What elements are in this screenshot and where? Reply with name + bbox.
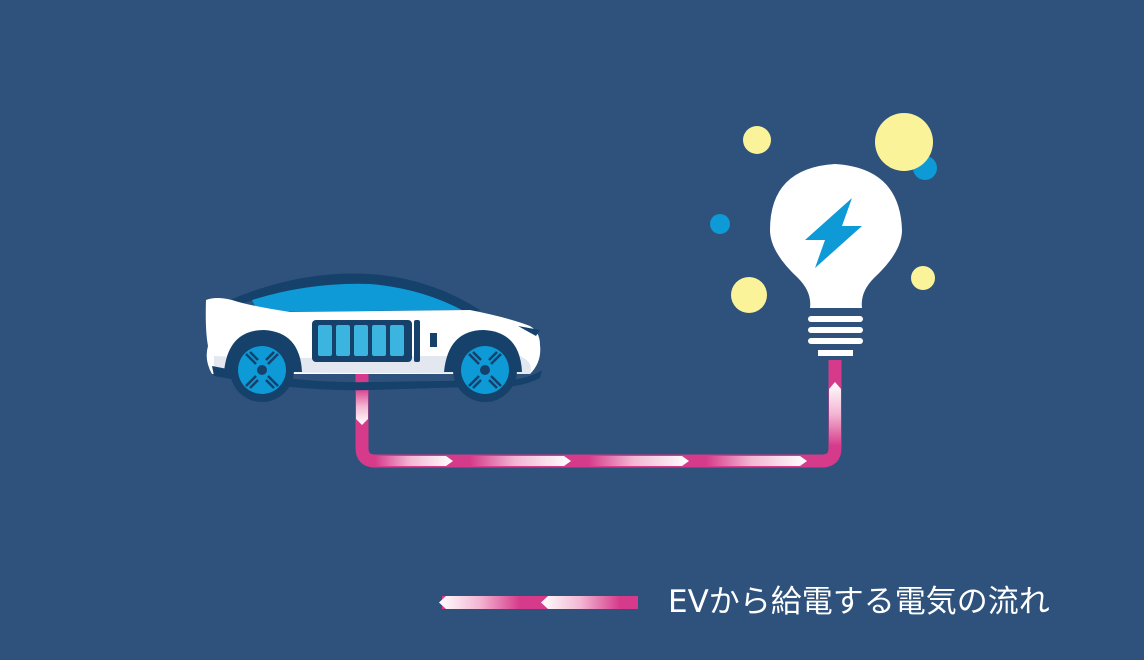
decorative-dots	[710, 113, 937, 313]
wheel-icon	[453, 338, 517, 402]
yellow-dot-icon	[743, 126, 771, 154]
arrow-right-icon	[375, 456, 453, 466]
yellow-dot-icon	[875, 113, 933, 171]
arrow-left-icon	[439, 596, 520, 609]
arrow-right-icon	[470, 456, 571, 466]
arrow-up-icon	[829, 382, 841, 446]
power-cable	[355, 360, 842, 468]
legend-label: EVから給電する電気の流れ	[668, 584, 1050, 620]
yellow-dot-icon	[911, 266, 935, 290]
arrow-right-icon	[588, 456, 689, 466]
arrow-down-icon	[356, 388, 368, 425]
arrow-right-icon	[706, 456, 807, 466]
wheel-icon	[230, 338, 294, 402]
electric-car-icon	[205, 273, 542, 402]
lightning-bolt-icon	[805, 198, 862, 268]
yellow-dot-icon	[731, 277, 767, 313]
battery-icon	[312, 320, 437, 362]
lightbulb-icon	[770, 164, 902, 356]
legend-symbol	[439, 596, 638, 609]
blue-dot-icon	[710, 214, 730, 234]
arrow-left-icon	[541, 596, 620, 609]
